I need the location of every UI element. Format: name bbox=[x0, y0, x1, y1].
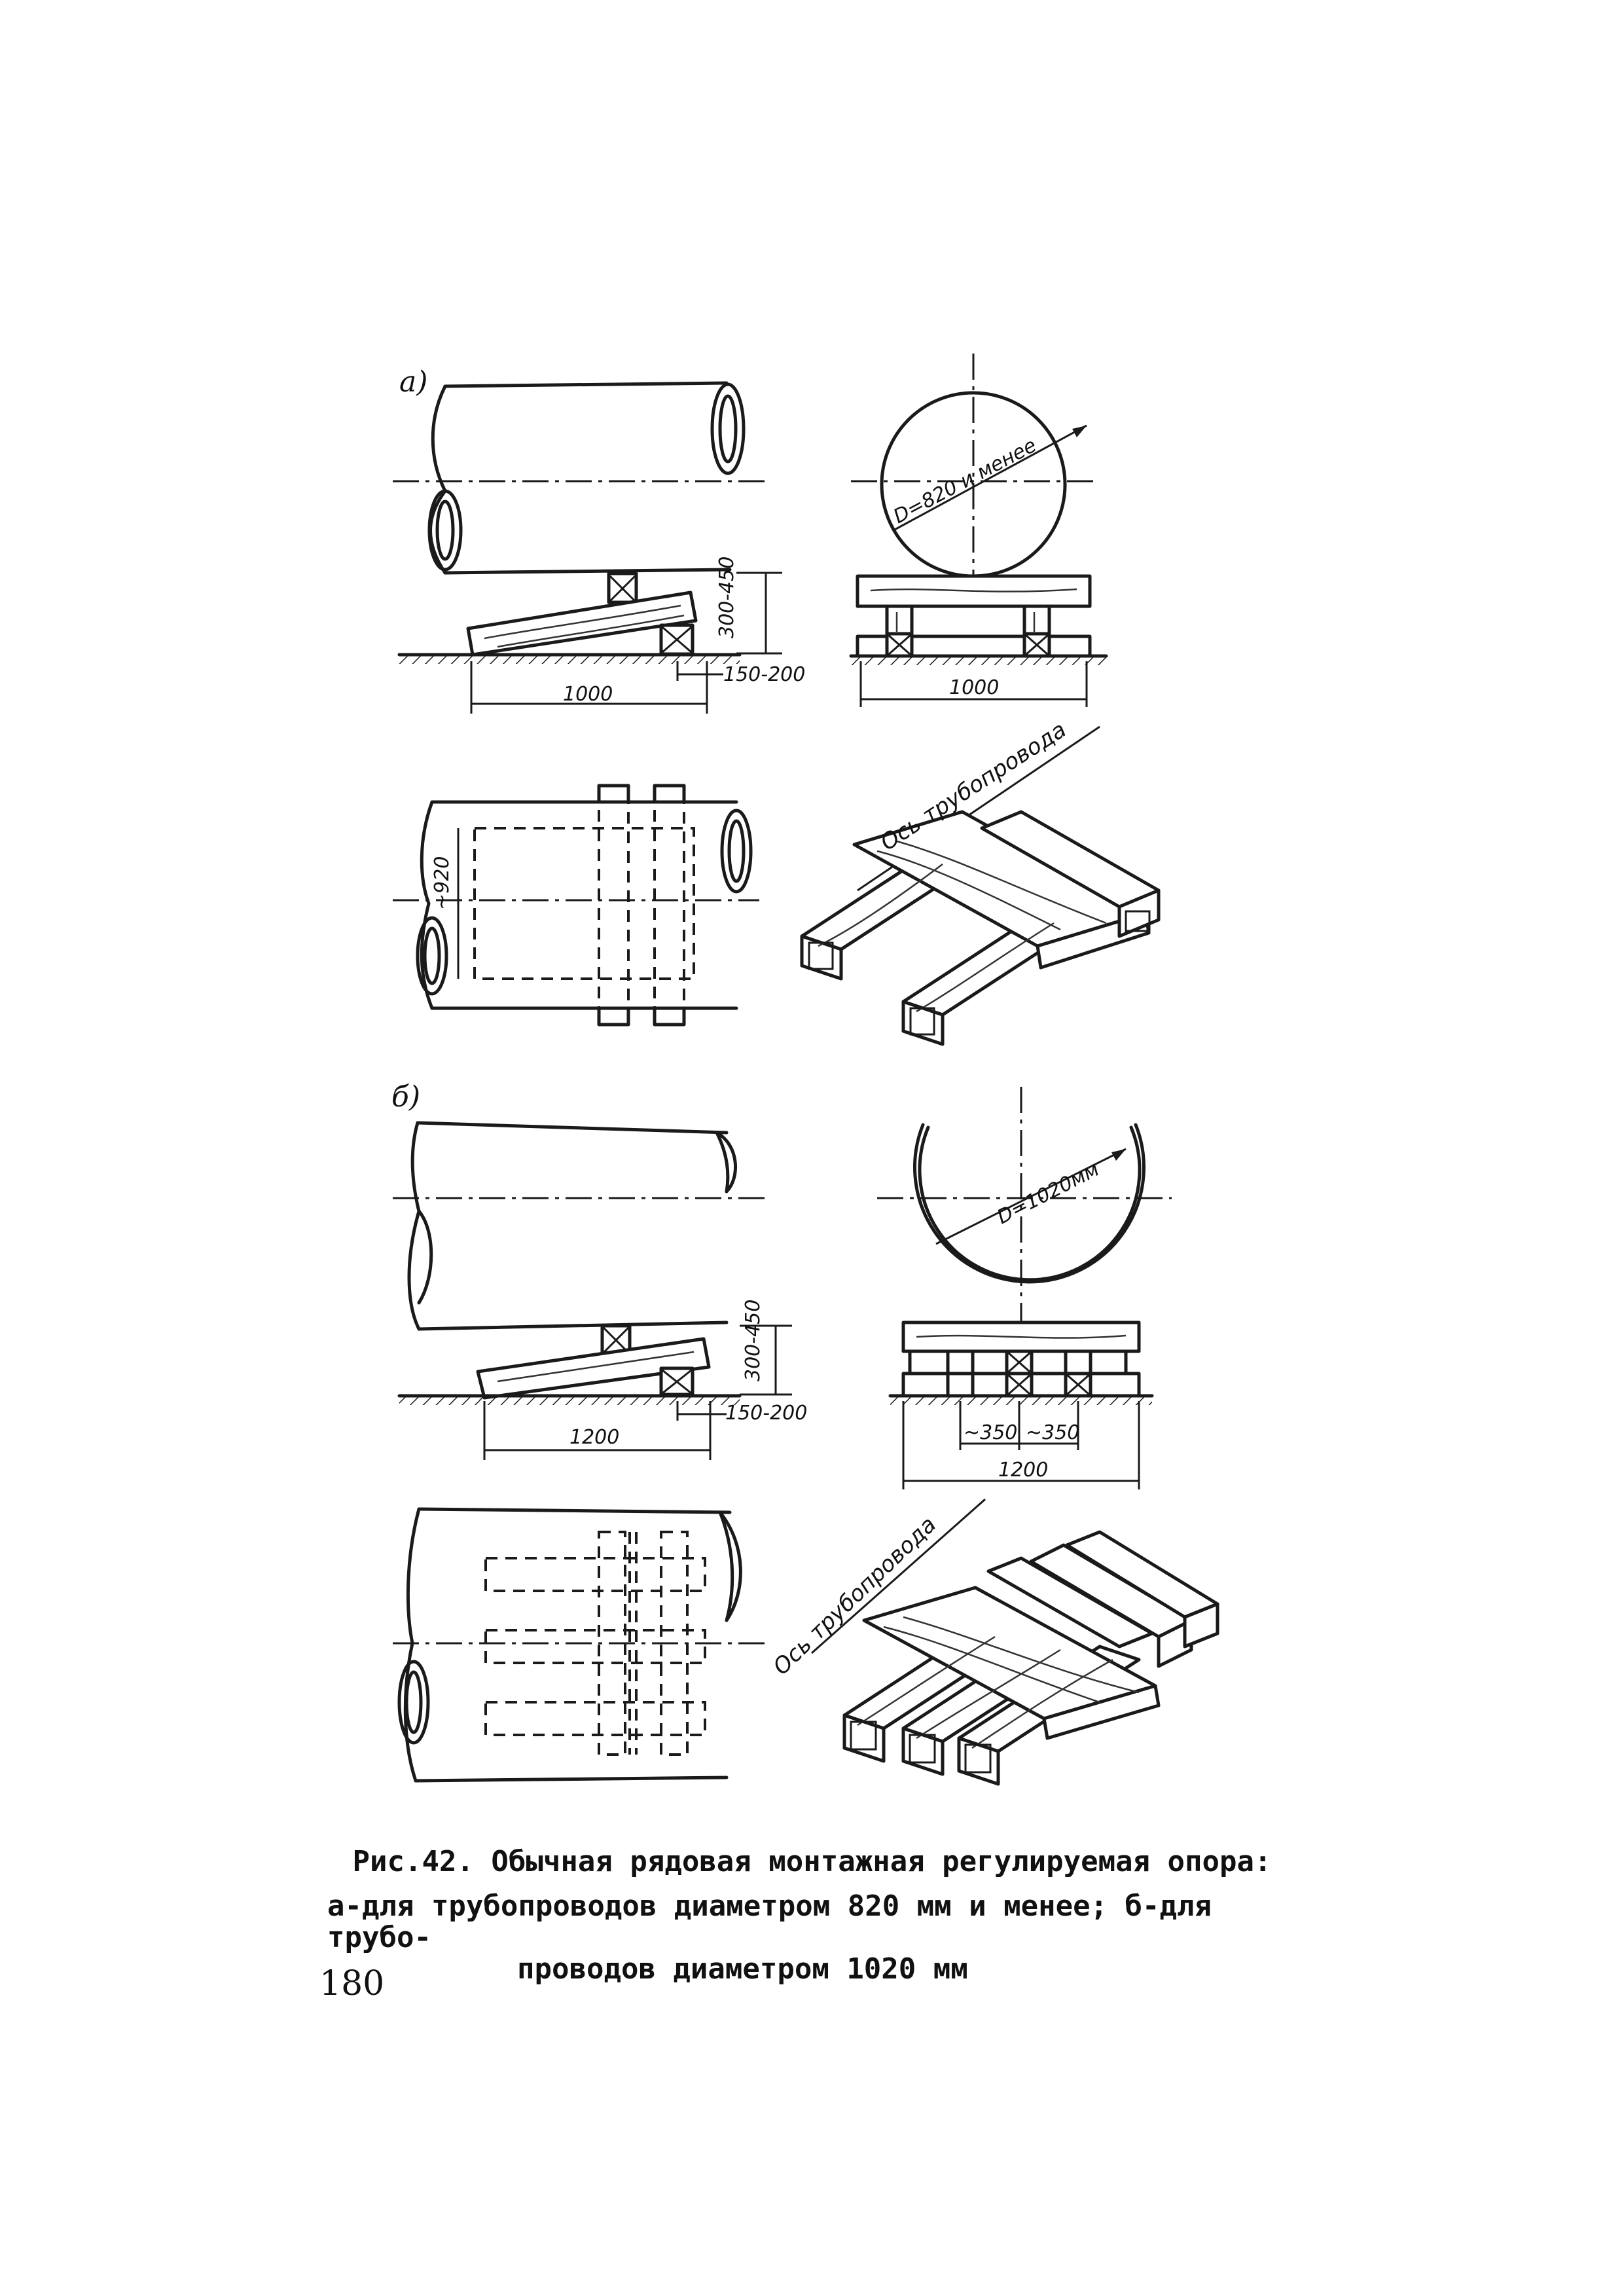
part-b-isometric-view bbox=[811, 1498, 1219, 1786]
figure-caption-title: Рис.42. Обычная рядовая монтажная регули… bbox=[352, 1845, 1272, 1878]
part-b-plan-view bbox=[393, 1507, 766, 1783]
part-b-width-dimension: 1200 bbox=[998, 1459, 1048, 1482]
part-a-plan-dimension: ~920 bbox=[431, 856, 454, 910]
part-b-axis-label: Ось трубопровода bbox=[768, 1512, 941, 1681]
part-a-height-dimension: 300-450 bbox=[715, 556, 738, 638]
part-b-spacing-2: ~350 bbox=[1026, 1421, 1079, 1444]
part-a-width-dimension: 1000 bbox=[949, 676, 999, 699]
figure-caption-line-3: проводов диаметром 1020 мм bbox=[517, 1952, 968, 1986]
figure-caption-line-2: а-для трубопроводов диаметром 820 мм и м… bbox=[327, 1889, 1212, 1954]
page-number: 180 bbox=[319, 1964, 385, 2003]
part-b-height-dimension: 300-450 bbox=[742, 1300, 765, 1381]
figure-caption-body: а-для трубопроводов диаметром 820 мм и м… bbox=[327, 1891, 1309, 1985]
part-a-isometric-view bbox=[800, 725, 1161, 1046]
part-a-side-view bbox=[393, 381, 782, 714]
part-a-label: а) bbox=[399, 365, 427, 399]
part-b-side-view bbox=[393, 1121, 792, 1460]
part-a-plan-view bbox=[393, 784, 759, 1027]
part-b-length-dimension: 1200 bbox=[569, 1426, 619, 1449]
part-b-label: б) bbox=[391, 1080, 420, 1114]
part-a-length-dimension: 1000 bbox=[563, 683, 613, 706]
part-b-spacing-1: ~350 bbox=[964, 1421, 1017, 1444]
part-b-offset-dimension: 150-200 bbox=[725, 1402, 807, 1425]
part-b-diameter-label: D=1020мм bbox=[994, 1158, 1103, 1229]
part-a-offset-dimension: 150-200 bbox=[723, 663, 805, 686]
part-b-cross-section bbox=[877, 1087, 1172, 1489]
part-a-cross-section bbox=[849, 354, 1108, 707]
